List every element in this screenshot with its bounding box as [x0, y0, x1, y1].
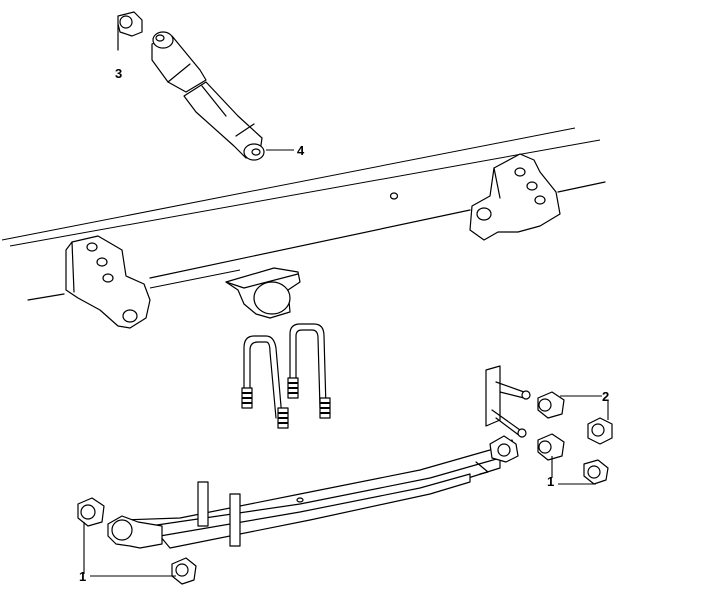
callout-1-eye: 1	[79, 569, 86, 584]
spring-eye-bushing-left-outer	[171, 557, 197, 585]
shock-absorber	[151, 31, 265, 161]
front-spring-hanger	[65, 235, 151, 329]
shock-top-bushing	[117, 11, 143, 51]
leaf-spring	[107, 435, 519, 549]
axle-seat	[225, 267, 301, 319]
frame-rail	[1, 127, 606, 301]
callout-4: 4	[297, 143, 305, 158]
u-bolt-right	[287, 323, 331, 419]
callout-1-shackle: 1	[547, 474, 554, 489]
callout-3: 3	[115, 66, 122, 81]
rear-spring-hanger	[469, 153, 561, 241]
shackle-bushing-upper-inner	[537, 391, 565, 419]
shackle-bushing-upper-outer	[587, 400, 613, 445]
shackle-bushing-lower-inner	[537, 433, 565, 461]
shackle	[485, 365, 531, 438]
u-bolt-left	[241, 335, 289, 429]
shackle-bushing-lower-outer	[583, 459, 609, 485]
spring-eye-bushing-left	[77, 497, 105, 574]
callout-2: 2	[602, 389, 609, 404]
